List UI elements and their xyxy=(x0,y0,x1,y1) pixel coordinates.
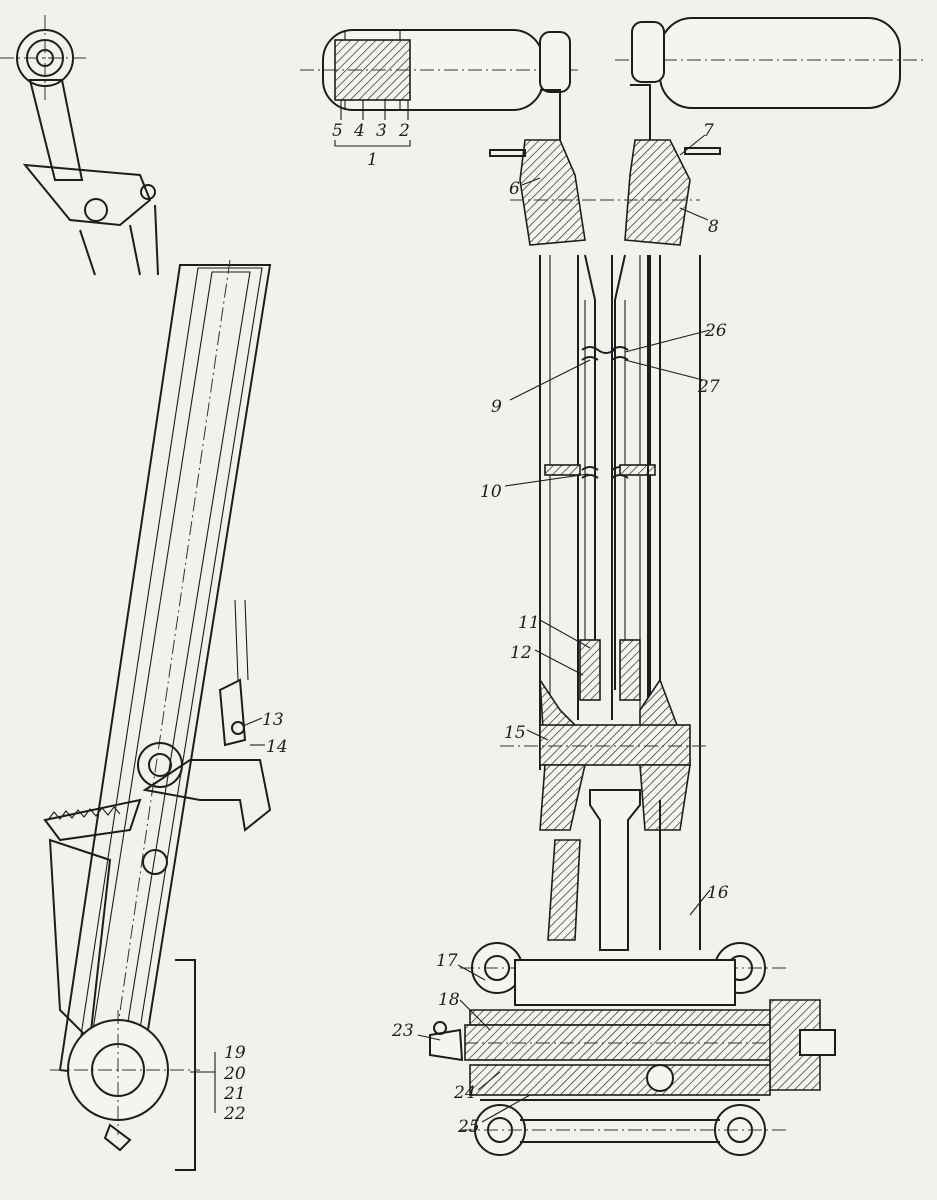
handles xyxy=(300,17,925,111)
upper-fittings xyxy=(489,84,721,246)
callout-25: 25 xyxy=(457,1117,480,1137)
callout-1: 1 xyxy=(367,150,378,170)
central-joint xyxy=(500,724,710,951)
callout-21: 21 xyxy=(223,1084,246,1104)
callout-17: 17 xyxy=(436,951,458,971)
callout-23: 23 xyxy=(391,1021,414,1041)
base-shaft-assembly xyxy=(429,942,836,1156)
hand-lever-side-view xyxy=(43,259,272,1171)
callout-10: 10 xyxy=(480,482,502,502)
callout-2: 2 xyxy=(398,121,410,141)
callout-27: 27 xyxy=(697,377,720,397)
callout-16: 16 xyxy=(707,883,729,903)
callout-9: 9 xyxy=(491,397,502,417)
leader-lines xyxy=(190,100,711,1123)
callout-12: 12 xyxy=(510,643,532,663)
callout-6: 6 xyxy=(509,179,520,199)
callout-22: 22 xyxy=(223,1104,246,1124)
callout-14: 14 xyxy=(266,737,288,757)
callout-26: 26 xyxy=(704,321,727,341)
detail-view-top-left xyxy=(0,15,159,276)
callout-24: 24 xyxy=(453,1083,476,1103)
callout-4: 4 xyxy=(353,121,365,141)
callout-20: 20 xyxy=(223,1064,246,1084)
callout-11: 11 xyxy=(518,613,540,633)
callout-8: 8 xyxy=(708,217,719,237)
callout-13: 13 xyxy=(262,710,284,730)
callout-3: 3 xyxy=(376,121,387,141)
callout-18: 18 xyxy=(438,990,460,1010)
callout-labels: 5 4 3 2 1 6 7 8 26 27 9 10 11 12 13 14 1… xyxy=(223,121,729,1137)
callout-7: 7 xyxy=(703,121,714,141)
callout-15: 15 xyxy=(504,723,526,743)
callout-19: 19 xyxy=(224,1043,246,1063)
callout-5: 5 xyxy=(332,121,343,141)
